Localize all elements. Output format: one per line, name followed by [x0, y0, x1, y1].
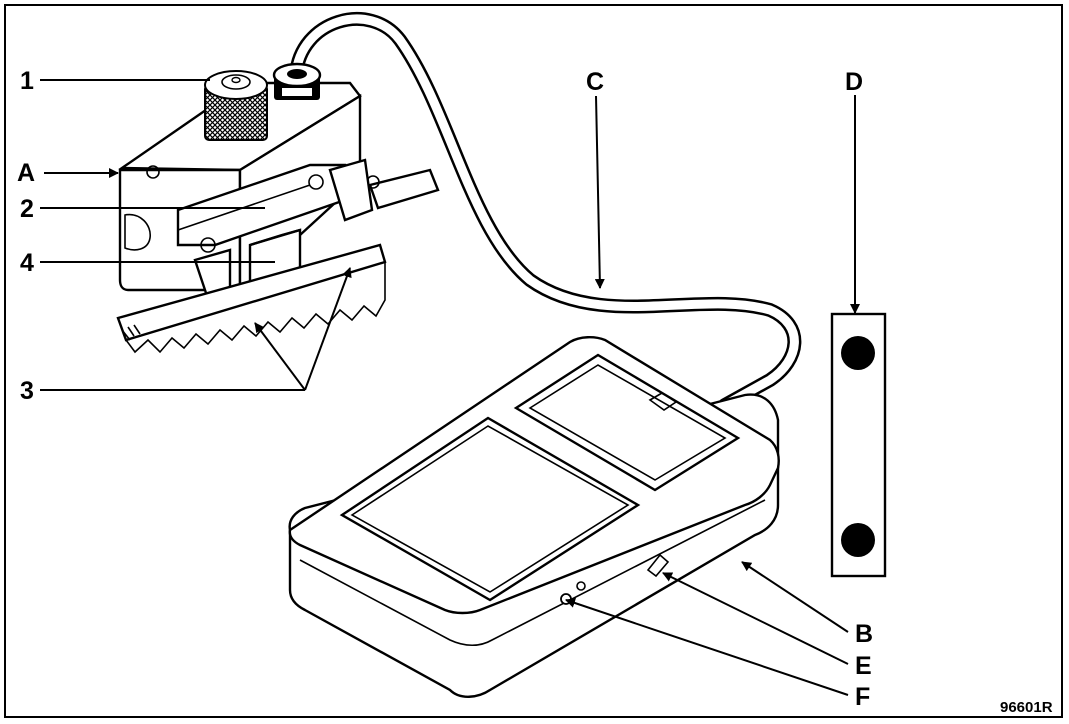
label-c: C: [586, 68, 604, 96]
label-f: F: [855, 683, 870, 711]
label-1: 1: [20, 67, 34, 95]
leader-c: [594, 95, 605, 289]
adjusting-knob: [204, 70, 268, 141]
label-a: A: [17, 159, 35, 187]
reference-code: 96601R: [1000, 699, 1053, 716]
cable-gland: [272, 62, 322, 100]
label-e: E: [855, 652, 872, 680]
leader-lines: [40, 79, 860, 696]
leader-3a: [254, 322, 306, 391]
figure-frame: [4, 4, 1063, 718]
label-3: 3: [20, 377, 34, 405]
sensor-head: [116, 62, 440, 354]
label-b: B: [855, 620, 873, 648]
label-4: 4: [20, 249, 34, 277]
sensor-cable: [289, 11, 802, 412]
label-2: 2: [20, 195, 34, 223]
tester-unit: [288, 336, 780, 698]
leader-b: [741, 561, 849, 633]
leader-e: [662, 572, 849, 665]
leader-f: [565, 598, 849, 696]
leader-3b: [304, 267, 352, 391]
calibration-card: [830, 312, 887, 578]
label-d: D: [845, 68, 863, 96]
